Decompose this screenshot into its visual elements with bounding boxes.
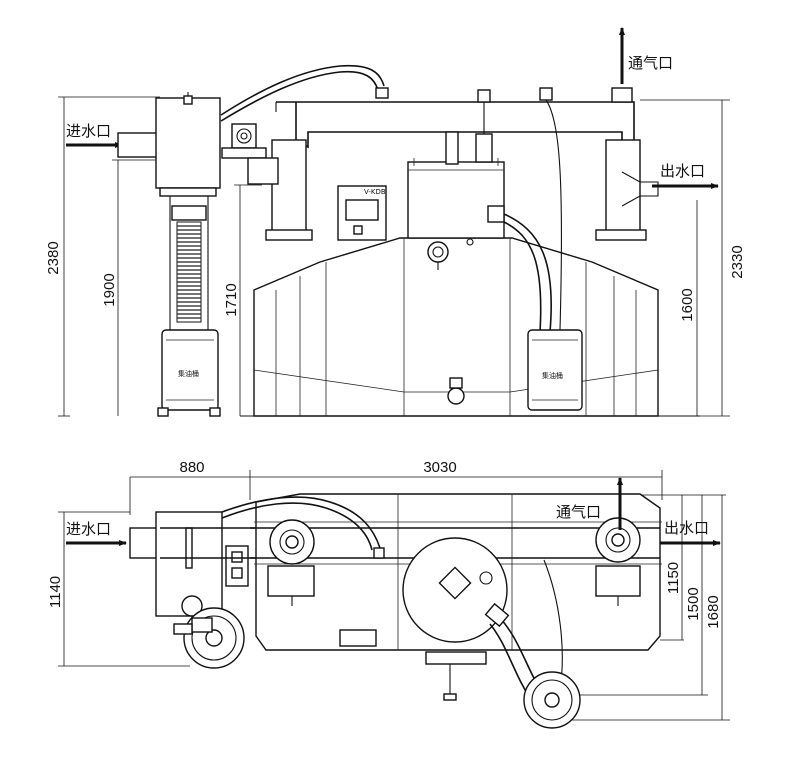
main-tank-top — [250, 493, 662, 651]
dim-overall-right: 2330 — [640, 99, 746, 417]
dim-top-horizontal: 880 3030 — [129, 459, 663, 515]
dim-2380-label: 2380 — [45, 241, 62, 274]
left-manhole-top — [267, 519, 315, 606]
oil-drum-top — [523, 671, 581, 729]
outlet-label-top: 出水口 — [664, 519, 709, 537]
inlet-label-front: 进水口 — [66, 122, 111, 140]
hose-top-left — [221, 496, 381, 549]
left-riser — [247, 139, 313, 241]
oil-tank-left-front: 集油桶 — [157, 329, 221, 417]
dim-1710-label: 1710 — [223, 283, 240, 316]
dim-880-label: 880 — [179, 459, 204, 476]
vent-label-top: 通气口 — [556, 503, 601, 521]
main-tank-front — [253, 237, 659, 417]
dim-1140-label: 1140 — [47, 576, 64, 608]
right-manhole-top — [595, 517, 641, 606]
vent-label-front: 通气口 — [628, 54, 673, 72]
motor-fitting-front — [221, 123, 267, 159]
dim-top-left: 1140 — [47, 511, 190, 667]
oil-tank-label-right: 集油桶 — [542, 371, 563, 380]
hose-valve-left — [375, 87, 389, 99]
panel-brand-label: V-KDB — [364, 188, 386, 196]
central-cover-top — [402, 537, 508, 701]
dim-3030-label: 3030 — [423, 459, 456, 476]
dim-1150-label: 1150 — [665, 562, 682, 594]
inlet-pipe-front — [117, 132, 159, 158]
hose-right-lower — [503, 213, 553, 333]
oil-tank-label-left: 集油桶 — [178, 369, 199, 378]
inlet-pipe-top — [129, 527, 161, 559]
dim-top-right: 1150 1500 1680 — [560, 494, 730, 721]
screw-coil — [176, 221, 202, 323]
separator-unit-front — [155, 92, 221, 330]
right-valve-front — [487, 205, 505, 223]
dim-1680-label: 1680 — [705, 595, 722, 628]
dim-1900-label: 1900 — [101, 273, 118, 306]
dim-inlet-height: 1900 — [101, 159, 158, 416]
dim-1600-label: 1600 — [679, 288, 696, 321]
vent-cap-front — [611, 87, 633, 103]
oil-tank-right-front: 集油桶 — [527, 329, 583, 411]
outlet-label-front: 出水口 — [660, 162, 705, 180]
inlet-label-top: 进水口 — [66, 520, 111, 538]
hose-left-top — [220, 64, 385, 116]
dim-overall-left: 2380 — [45, 96, 160, 417]
dim-2330-label: 2330 — [729, 245, 746, 278]
front-view: 2380 1900 1710 2330 1600 进水口 — [45, 27, 746, 417]
separator-unit-top — [155, 511, 249, 669]
hose-right-upper — [545, 99, 563, 331]
control-panel-front: V-KDB — [337, 185, 387, 241]
dim-outlet-height: 1600 — [679, 200, 698, 416]
dim-1500-label: 1500 — [685, 587, 702, 620]
dim-tank-height: 1710 — [223, 184, 262, 416]
tank-top-cover-front — [407, 89, 505, 239]
top-view: 880 3030 1140 1150 1500 1680 进水口 — [47, 459, 730, 729]
right-riser — [595, 139, 659, 241]
